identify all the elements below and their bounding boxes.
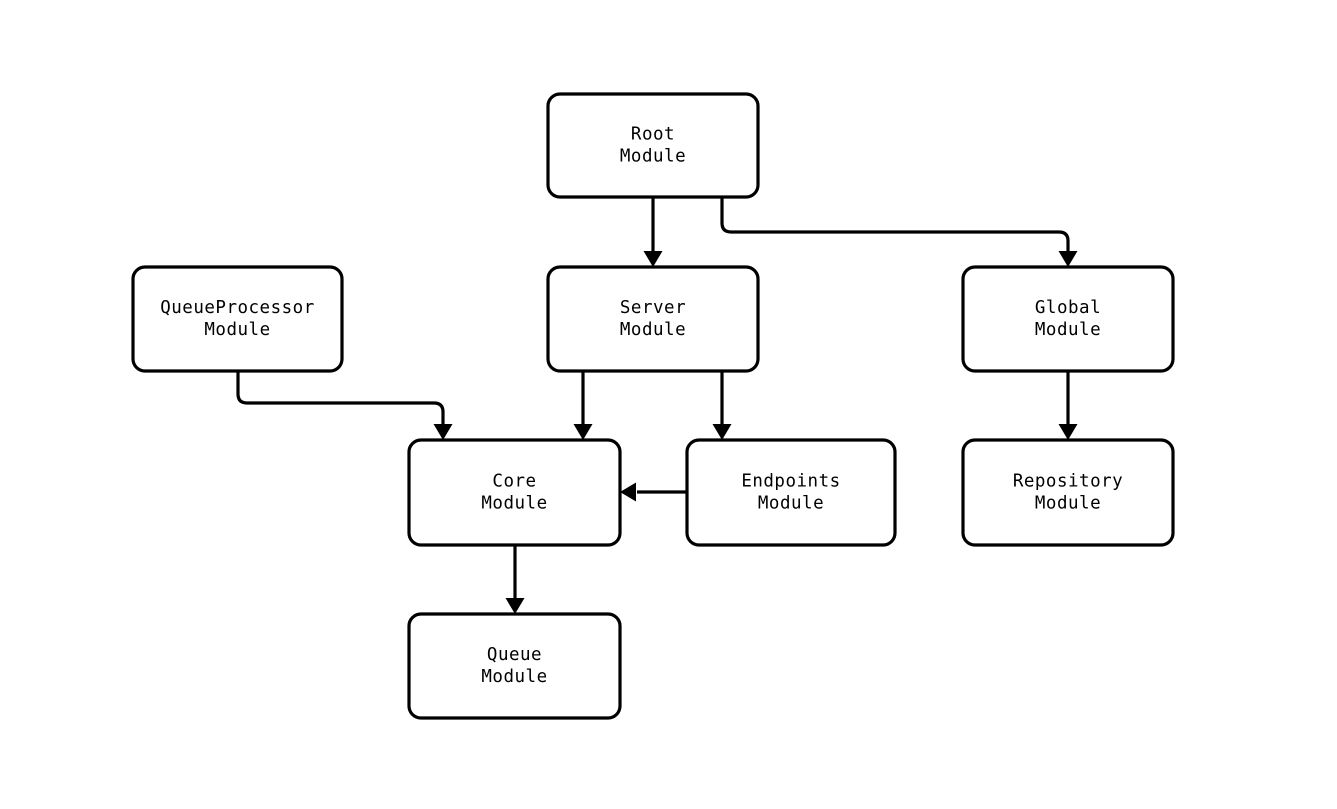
edge-root-to-global [720, 197, 1078, 267]
edge-arrowhead [505, 598, 525, 614]
node-box[interactable] [407, 612, 622, 720]
node-label-line2: Module [481, 667, 547, 687]
edge-arrowhead [573, 424, 593, 440]
node-label-line1: Server [620, 298, 686, 318]
edge-arrowhead [643, 251, 663, 267]
node-box[interactable] [407, 438, 622, 547]
node-label-line2: Module [481, 494, 547, 514]
node-label-line1: QueueProcessor [160, 298, 315, 318]
edge-arrowhead [712, 424, 732, 440]
node-label-line2: Module [758, 494, 824, 514]
node-box[interactable] [685, 438, 897, 547]
node-box[interactable] [131, 265, 344, 373]
node-label-line2: Module [620, 147, 686, 167]
edge-arrowhead [433, 424, 453, 440]
edge-arrowhead [1058, 424, 1078, 440]
edge-server-to-core [573, 371, 593, 440]
node-box[interactable] [961, 265, 1175, 373]
node-label-line1: Root [631, 125, 675, 145]
edge-endpoints-to-core [620, 482, 687, 502]
node-label-line1: Repository [1013, 472, 1123, 492]
edge-arrowhead [620, 482, 636, 502]
node-label-line2: Module [1035, 320, 1101, 340]
edge-line [720, 197, 1070, 252]
edge-global-to-repository [1058, 371, 1078, 440]
edge-arrowhead [1058, 251, 1078, 267]
edges-layer [236, 197, 1078, 614]
node-label-line2: Module [620, 320, 686, 340]
edge-queueprocessor-to-core [236, 371, 453, 440]
node-box[interactable] [546, 265, 760, 373]
node-label-line1: Endpoints [741, 472, 840, 492]
node-box[interactable] [961, 438, 1175, 547]
nodes-layer: RootModuleQueueProcessorModuleServerModu… [131, 92, 1175, 720]
node-label-line1: Global [1035, 298, 1101, 318]
edge-server-to-endpoints [712, 371, 732, 440]
node-label-line2: Module [1035, 494, 1101, 514]
edge-root-to-server [643, 197, 663, 267]
edge-core-to-queue [505, 545, 525, 614]
node-label-line2: Module [204, 320, 270, 340]
node-box[interactable] [546, 92, 760, 199]
node-label-line1: Queue [487, 645, 542, 665]
edge-line [236, 371, 445, 425]
node-label-line1: Core [492, 472, 536, 492]
